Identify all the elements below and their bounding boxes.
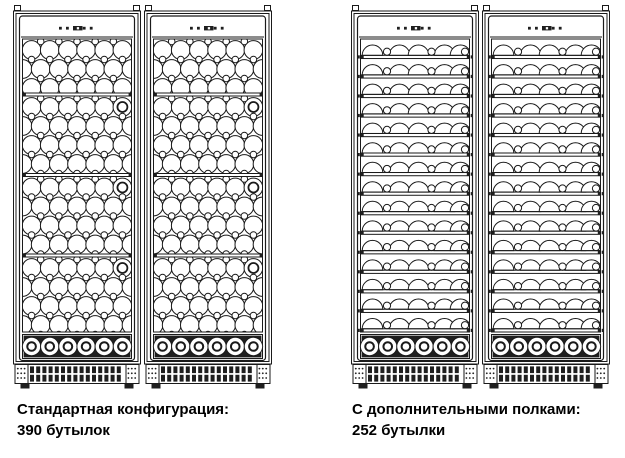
caption-title: Стандартная конфигурация: <box>17 401 230 418</box>
caption-bottle-count: 252 бутылки <box>352 422 446 439</box>
wine-cabinet-illustration <box>144 5 272 389</box>
figure-caption: Стандартная конфигурация: 390 бутылок <box>13 399 272 441</box>
cabinet-pair-standard <box>13 5 272 390</box>
control-panel-icons <box>397 26 431 31</box>
wine-cabinet-illustration <box>482 5 610 389</box>
caption-title: С дополнительными полками: <box>352 401 581 418</box>
ventilation-grille <box>483 364 609 384</box>
control-panel-icons <box>190 26 224 31</box>
figure-standard-configuration: Стандартная конфигурация: 390 бутылок <box>13 5 272 441</box>
control-panel-icons <box>59 26 93 31</box>
ventilation-grille <box>352 364 478 384</box>
ventilation-grille <box>145 364 271 384</box>
wine-cabinet-illustration <box>13 5 141 389</box>
figure-caption: С дополнительными полками: 252 бутылки <box>351 399 610 441</box>
control-panel-icons <box>528 26 562 31</box>
caption-bottle-count: 390 бутылок <box>17 422 110 439</box>
cabinet-pair-extra-shelves <box>351 5 610 390</box>
ventilation-grille <box>14 364 140 384</box>
figure-extra-shelves-configuration: С дополнительными полками: 252 бутылки <box>351 5 610 441</box>
wine-cabinet-illustration <box>351 5 479 389</box>
